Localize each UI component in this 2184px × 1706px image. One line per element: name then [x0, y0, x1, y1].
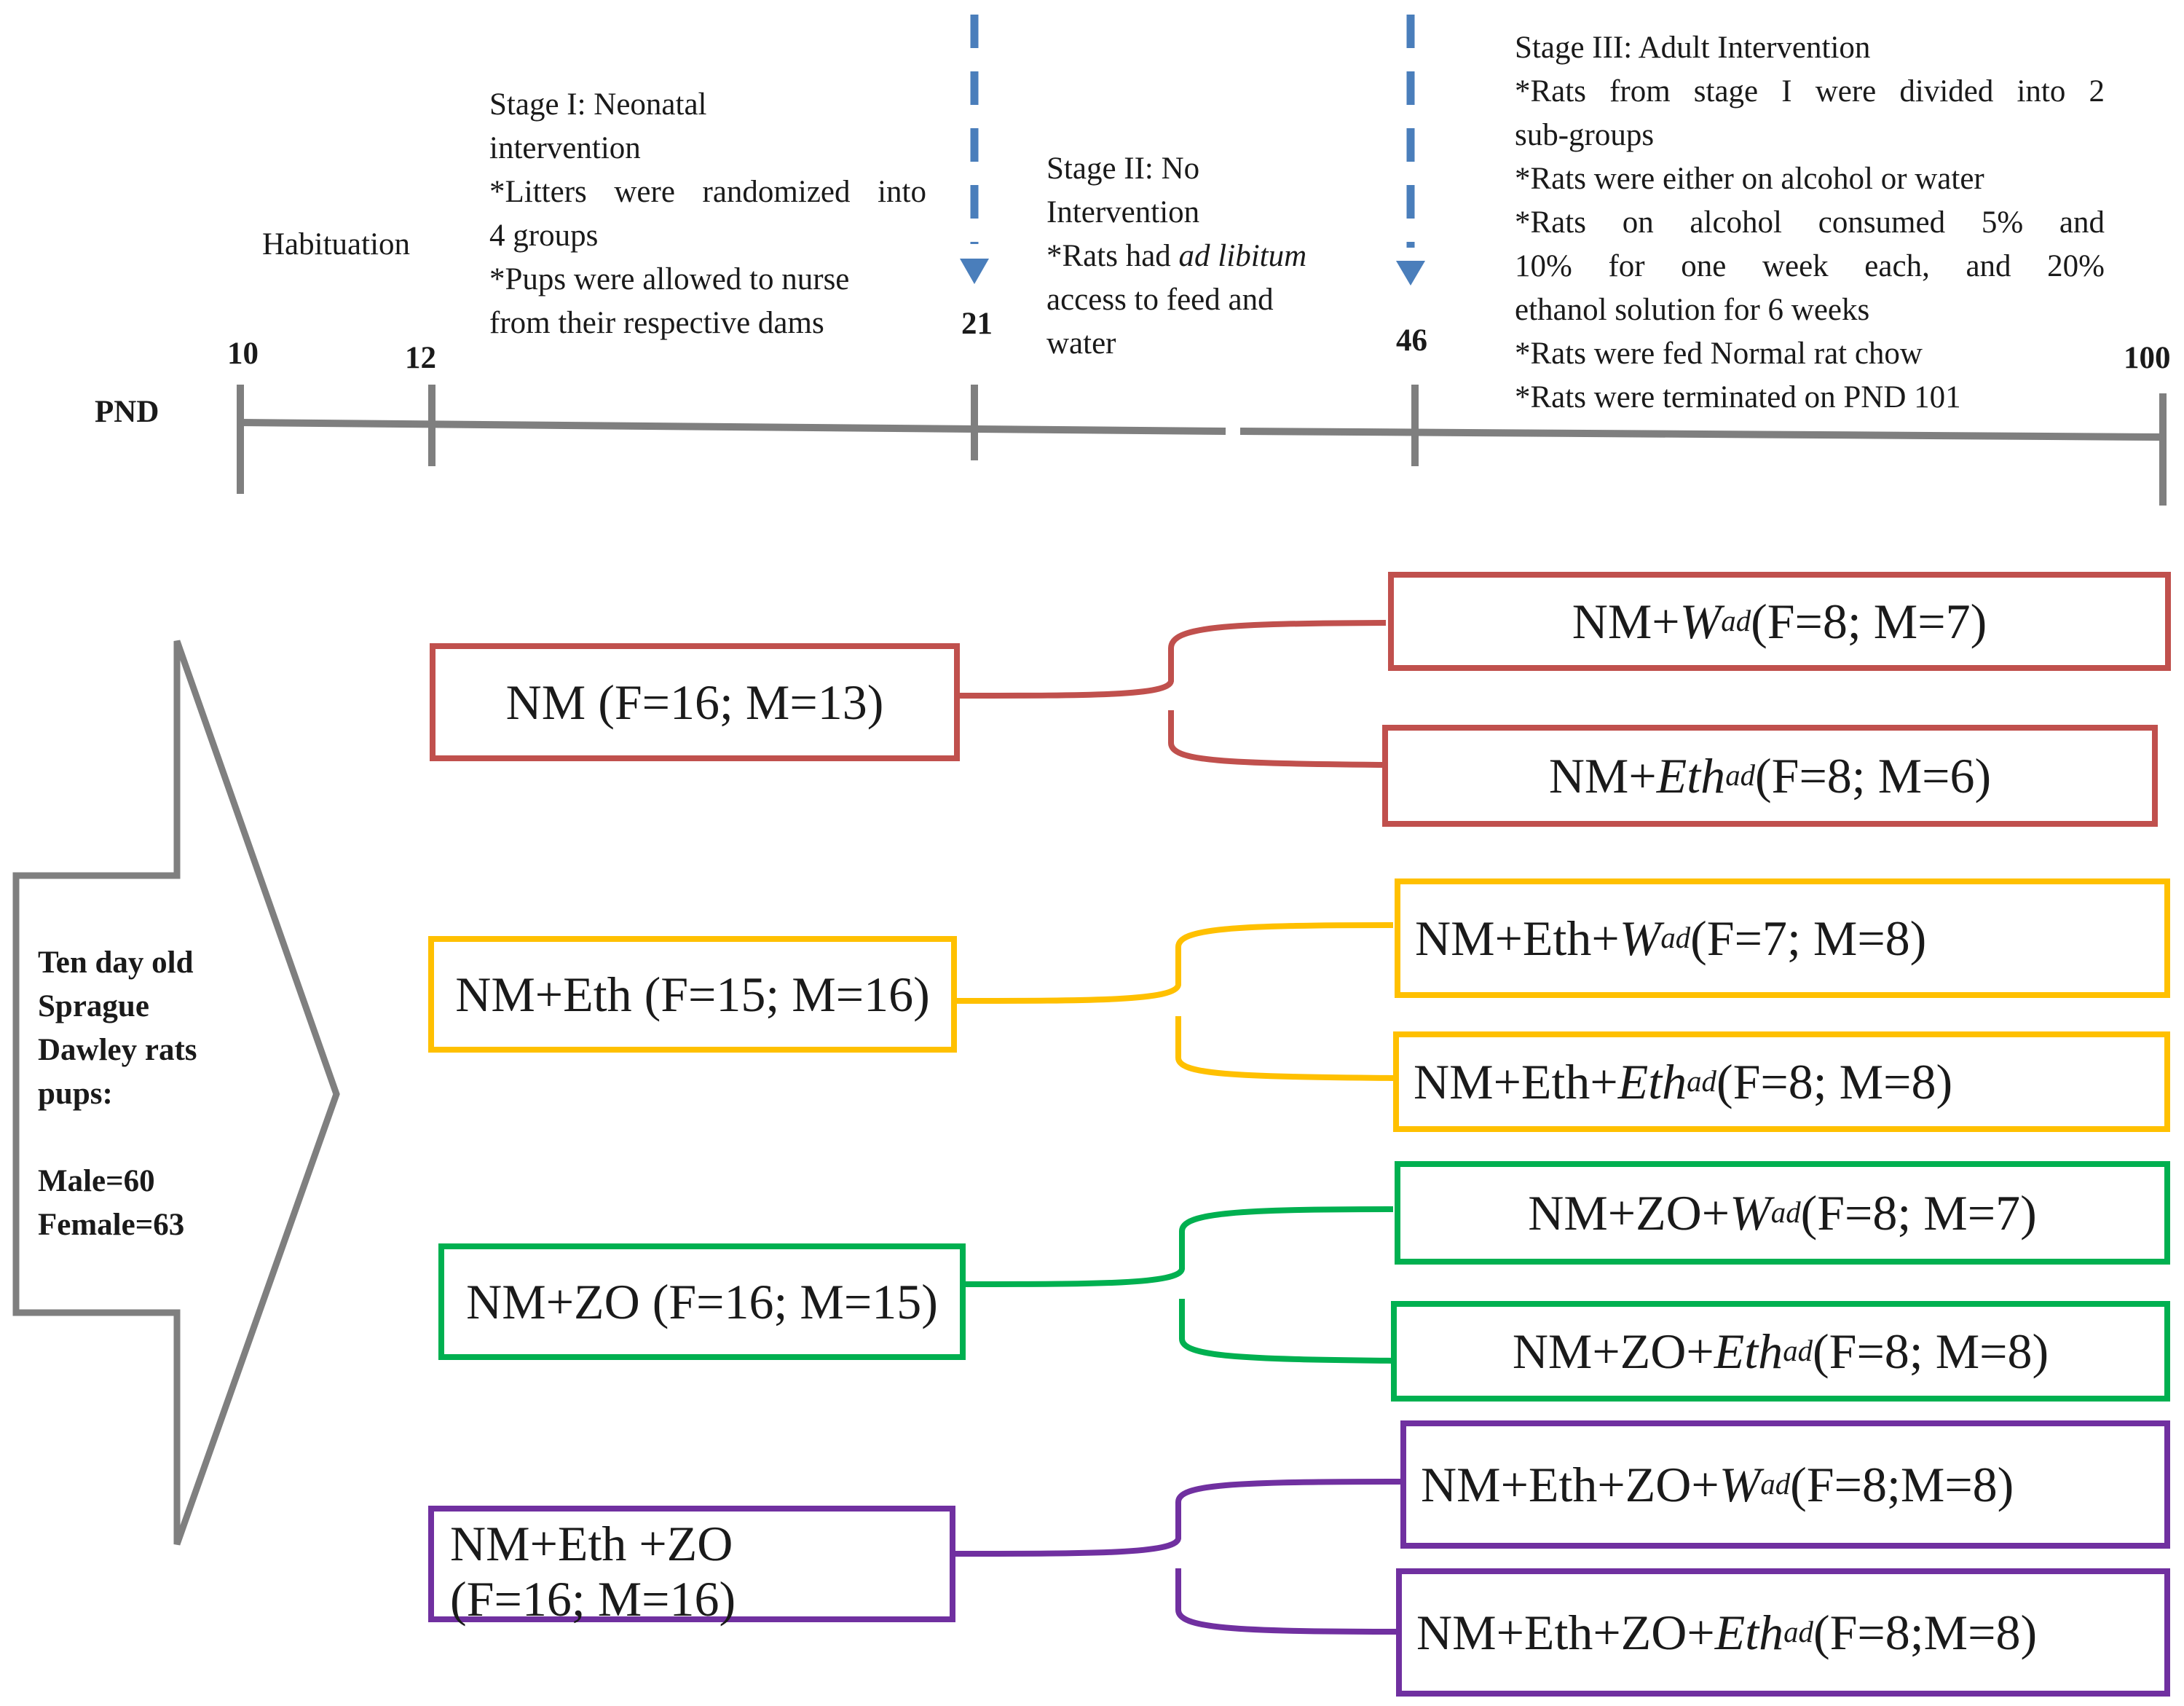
- stage2-text: Stage II: No Intervention *Rats had ad l…: [1046, 147, 1306, 366]
- source-arrow: [12, 640, 340, 1546]
- stage1-line: *Litters were randomized into: [489, 175, 926, 209]
- stage2-line: access to feed and: [1046, 283, 1274, 317]
- tick-label-10: 10: [227, 337, 259, 371]
- source-line: pups:: [38, 1077, 113, 1111]
- stage3-line: *Rats were fed Normal rat chow: [1515, 337, 1923, 371]
- tick-label-100: 100: [2124, 341, 2171, 375]
- stage1-line: intervention: [489, 131, 641, 165]
- tick-label-46: 46: [1396, 323, 1427, 358]
- connector-nm-eth-zo: [953, 1479, 1401, 1635]
- timeline-axis: [237, 385, 2167, 506]
- connector-nm: [957, 620, 1387, 768]
- stage3-text: Stage III: Adult Intervention *Rats from…: [1515, 26, 2105, 420]
- stage2-line: water: [1046, 326, 1116, 361]
- stage3-line: *Rats on alcohol consumed 5% and: [1515, 205, 2105, 240]
- group-label-line: (F=16; M=16): [450, 1571, 736, 1627]
- stage2-line: *Rats had ad libitum: [1046, 239, 1307, 273]
- source-spacer: [38, 1116, 197, 1160]
- source-line: Ten day old: [38, 946, 194, 980]
- source-description: Ten day old Sprague Dawley rats pups: Ma…: [38, 941, 197, 1247]
- group-box-nm-eth: NM+Eth (F=15; M=16): [428, 936, 957, 1053]
- axis-label-pnd: PND: [95, 395, 159, 429]
- stage3-line: sub-groups: [1515, 118, 1655, 152]
- stage1-line: from their respective dams: [489, 306, 824, 340]
- stage3-line: ethanol solution for 6 weeks: [1515, 293, 1870, 327]
- connector-nm-eth: [953, 922, 1394, 1081]
- source-line: Sprague: [38, 989, 149, 1023]
- group-box-nm: NM (F=16; M=13): [430, 643, 960, 761]
- stage3-line: *Rats were either on alcohol or water: [1515, 162, 1984, 196]
- group-box-nm-eth-zo: NM+Eth +ZO (F=16; M=16): [428, 1506, 955, 1627]
- stage-marker-46: [1396, 15, 1425, 286]
- stage3-line: Stage III: Adult Intervention: [1515, 31, 1871, 65]
- stage1-line: *Pups were allowed to nurse: [489, 262, 850, 296]
- source-female-count: Female=63: [38, 1208, 185, 1242]
- group-label-line: NM+Eth +ZO: [450, 1516, 733, 1571]
- stage1-line: 4 groups: [489, 219, 599, 253]
- tick-label-21: 21: [961, 307, 993, 341]
- stage-marker-21: [960, 15, 989, 284]
- stage3-line: 10% for one week each, and 20%: [1515, 249, 2105, 283]
- stage2-line: Intervention: [1046, 195, 1200, 229]
- stage3-line: *Rats were terminated on PND 101: [1515, 380, 1961, 414]
- source-male-count: Male=60: [38, 1164, 155, 1198]
- habituation-label: Habituation: [262, 227, 411, 262]
- stage1-line: Stage I: Neonatal: [489, 87, 707, 122]
- stage2-line: Stage II: No: [1046, 152, 1200, 186]
- connector-nm-zo: [963, 1206, 1394, 1364]
- tick-label-12: 12: [405, 341, 436, 375]
- source-line: Dawley rats: [38, 1033, 197, 1067]
- group-box-nm-zo: NM+ZO (F=16; M=15): [438, 1243, 966, 1360]
- stage3-line: *Rats from stage I were divided into 2: [1515, 74, 2105, 109]
- stage1-text: Stage I: Neonatal intervention *Litters …: [489, 83, 926, 345]
